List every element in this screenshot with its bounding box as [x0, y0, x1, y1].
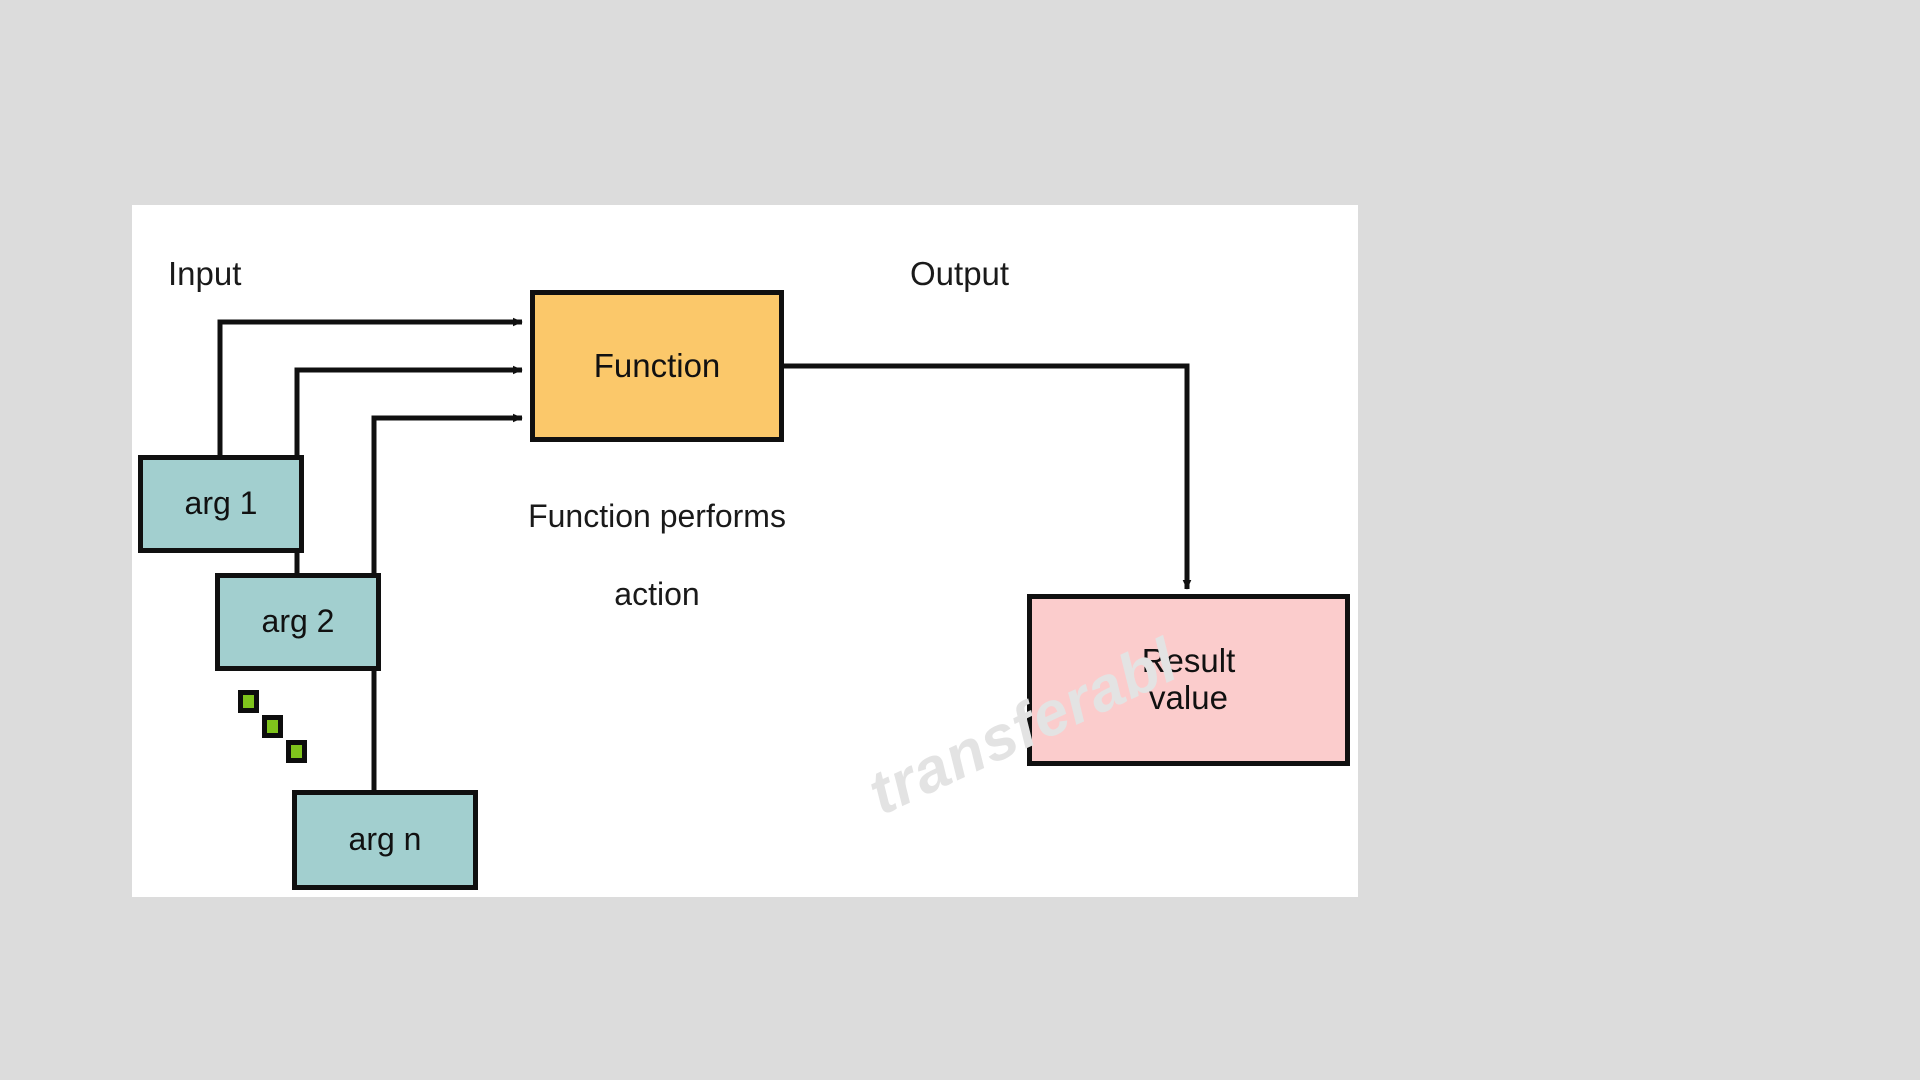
result-node-label-line2: value: [1149, 679, 1228, 716]
function-caption-line2: action: [614, 576, 700, 613]
arg-node-1[interactable]: arg 1: [138, 455, 304, 553]
arg-node-n-label: arg n: [348, 821, 422, 858]
input-section-label: Input: [168, 255, 242, 292]
ellipsis-square-3: [286, 740, 307, 763]
result-node[interactable]: Result value: [1027, 594, 1350, 766]
ellipsis-square-2: [262, 715, 283, 738]
function-caption-line1: Function performs: [528, 498, 786, 535]
arg-node-1-label: arg 1: [184, 485, 258, 522]
function-node[interactable]: Function: [530, 290, 784, 442]
output-section-label: Output: [910, 255, 1010, 292]
function-caption: Function performs action: [462, 458, 852, 614]
ellipsis-square-1: [238, 690, 259, 713]
diagram-canvas: Input Output Function Function performs …: [132, 205, 1358, 897]
arg-node-2[interactable]: arg 2: [215, 573, 381, 671]
result-node-label-line1: Result: [1141, 642, 1236, 680]
arg-node-2-label: arg 2: [261, 603, 335, 640]
arg-node-n[interactable]: arg n: [292, 790, 478, 890]
function-node-label: Function: [593, 346, 721, 384]
wire-arg1-to-function: [217, 317, 523, 455]
